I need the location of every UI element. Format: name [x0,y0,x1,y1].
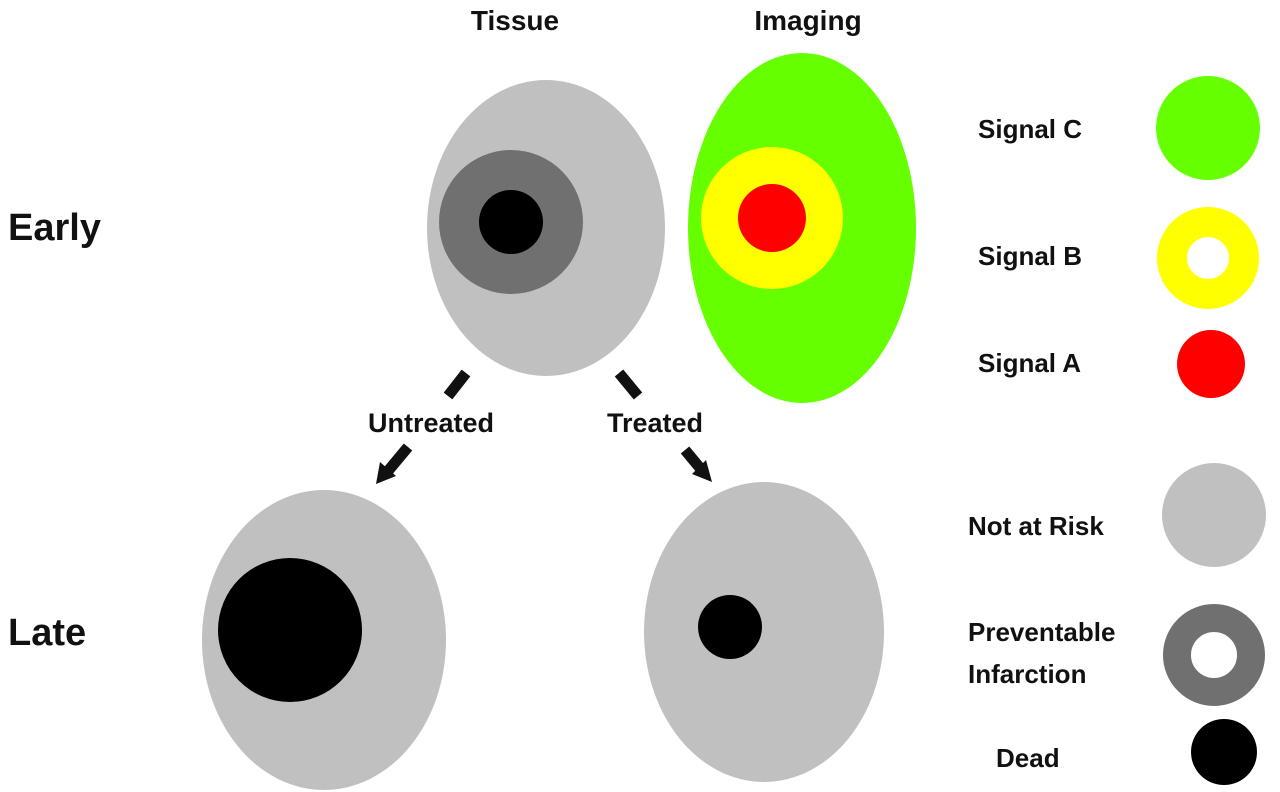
legend-signal-b-swatch [1157,207,1259,309]
legend-signal-b-label: Signal B [978,241,1082,271]
untreated-arrow [376,369,471,484]
early-imaging-ellipse [688,53,916,403]
not-at-risk-region [644,482,884,782]
legend-signal-c-label: Signal C [978,114,1082,144]
late-untreated-ellipse [202,490,446,790]
early-tissue-ellipse [427,80,665,376]
legend-not-at-risk-label: Not at Risk [968,511,1104,541]
late-row-label: Late [8,612,86,654]
dead-core-region [479,190,543,254]
legend-signal-a-swatch [1177,330,1245,398]
tissue-column-label: Tissue [471,5,559,36]
legend-dead-swatch [1191,719,1257,785]
legend-signal-a-label: Signal A [978,348,1081,378]
legend-dead-label: Dead [996,743,1060,773]
untreated-arrow-upper-stroke [443,369,471,400]
dead-region [698,595,762,659]
treated-arrow-upper-stroke [614,369,643,400]
untreated-label: Untreated [368,408,494,438]
legend: Signal C Signal B Signal A Not at Risk P… [968,76,1266,785]
signal-a-region [738,184,806,252]
treated-arrow [614,369,712,482]
treated-arrow-lower-stroke [680,446,705,472]
treated-arrow-head [692,460,712,482]
legend-preventable-swatch [1163,604,1265,706]
treated-label: Treated [607,408,703,438]
untreated-arrow-head [376,462,396,484]
early-row-label: Early [8,207,101,249]
legend-preventable-label-line2: Infarction [968,659,1086,689]
imaging-column-label: Imaging [754,5,861,36]
dead-region [218,558,362,702]
legend-preventable-label-line1: Preventable [968,617,1115,647]
legend-not-at-risk-swatch [1162,463,1266,567]
late-treated-ellipse [644,482,884,782]
legend-signal-c-swatch [1156,76,1260,180]
untreated-arrow-lower-stroke [383,443,413,475]
